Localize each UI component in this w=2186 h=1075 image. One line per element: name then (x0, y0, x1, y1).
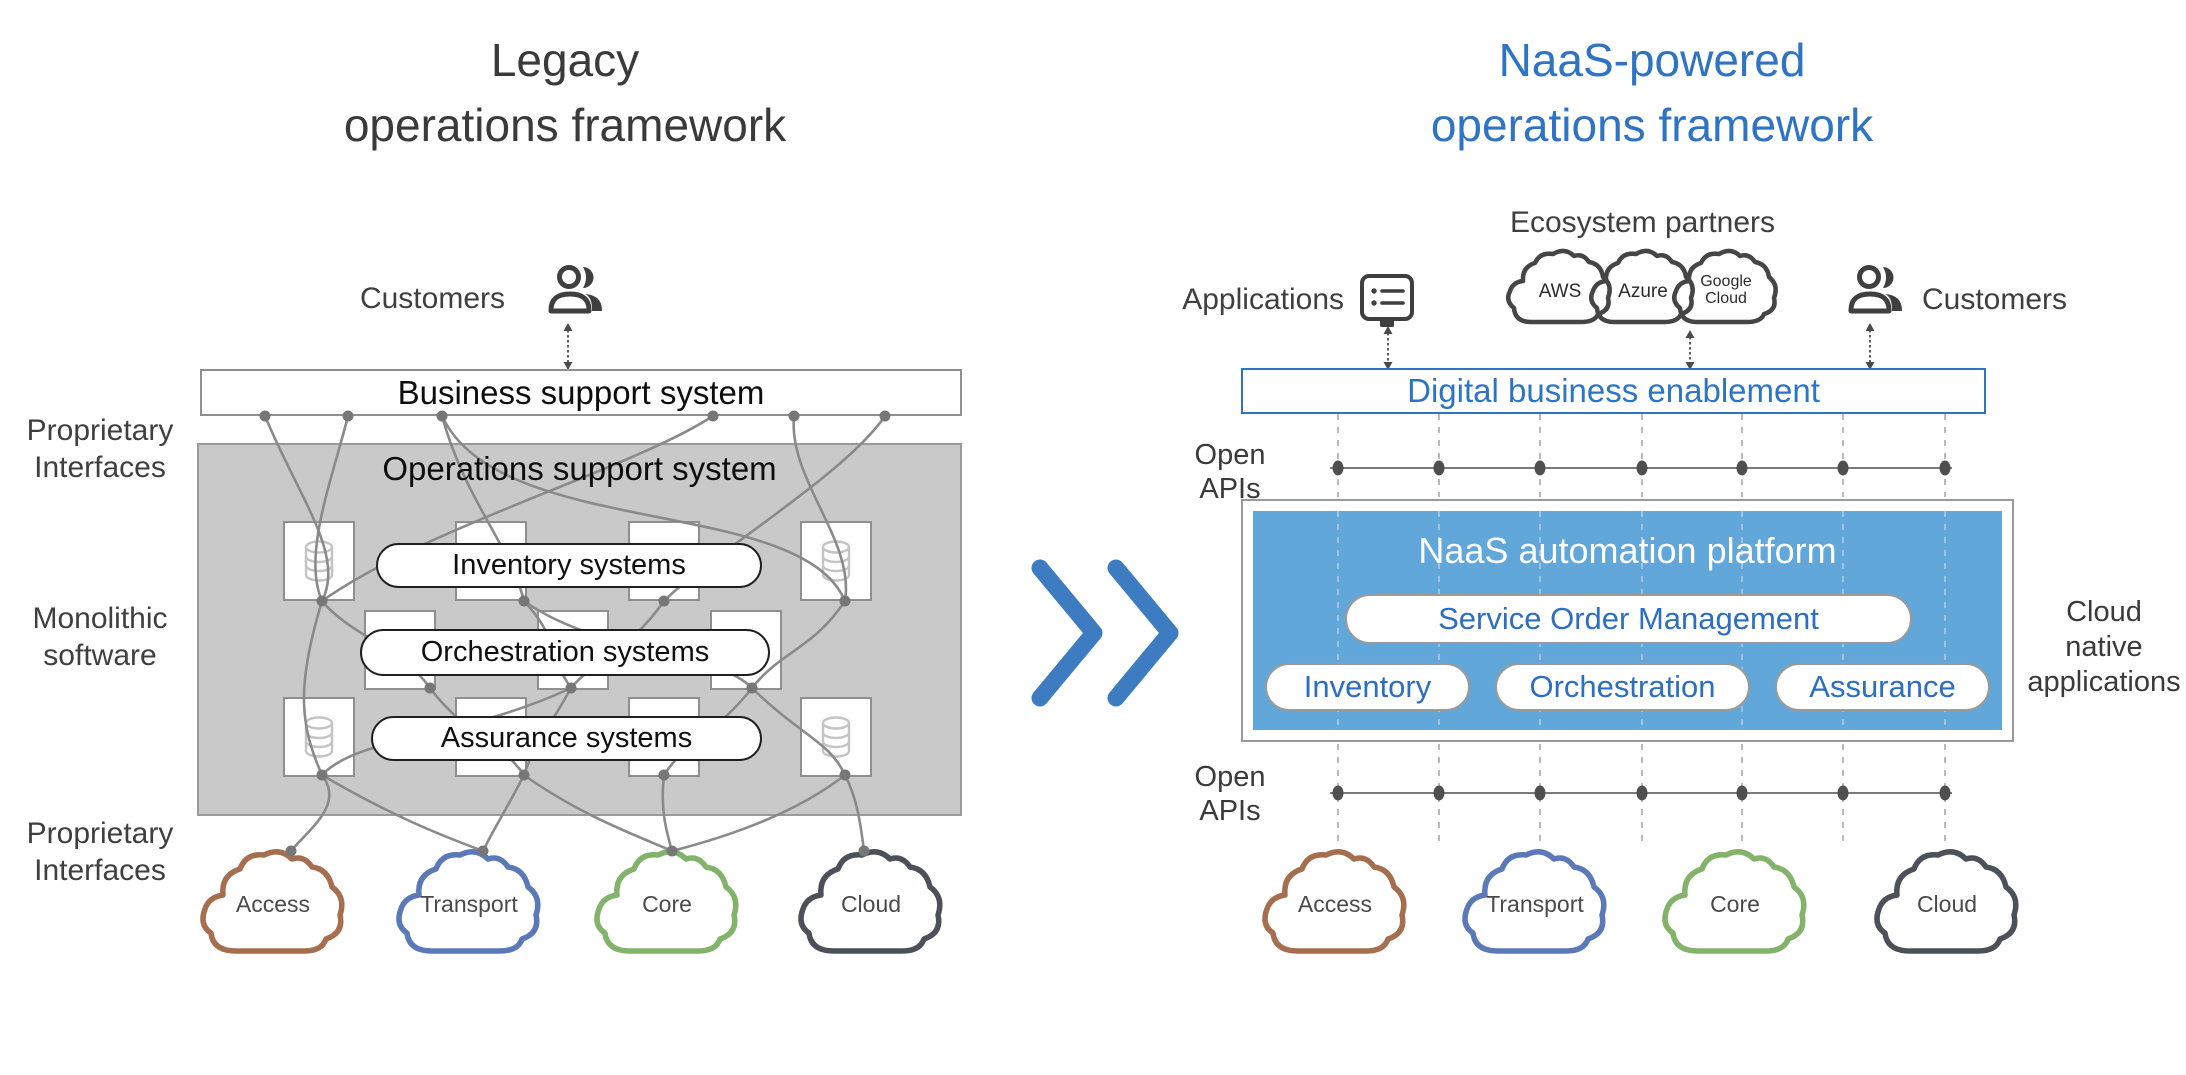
network-cloud-access-left: Access (198, 843, 348, 963)
back-person-shoulder (1885, 294, 1902, 311)
inventory-pill: Inventory (1265, 663, 1470, 711)
side-label-monolithic: Monolithic software (32, 602, 168, 672)
partners-dbe-arrow (1682, 330, 1698, 370)
oss-label: Operations support system (382, 450, 777, 487)
open-apis-label-bottom: Open APIs (1194, 761, 1266, 828)
cloud-icon (1671, 248, 1778, 325)
transition-chevron-icon (1031, 559, 1179, 707)
network-cloud-access-right: Access (1260, 843, 1410, 963)
cloud-label: Cloud (840, 891, 902, 917)
customers-dbe-arrow (1862, 323, 1878, 370)
cloud-label: Cloud (1916, 891, 1978, 917)
cloud-native-applications-label: Cloud native applications (2027, 596, 2181, 698)
open-apis-label-top: Open APIs (1194, 439, 1266, 506)
side-label-proprietary-bottom: Proprietary Interfaces (26, 817, 174, 887)
assurance-systems-pill: Assurance systems (371, 716, 762, 761)
assurance-systems-label: Assurance systems (440, 722, 693, 754)
cloud-icon (200, 849, 345, 954)
connector-junction-dots (259, 410, 891, 857)
cloud-icon (1505, 248, 1612, 325)
open-apis-row-top (1330, 460, 1952, 476)
cloud-label: Core (642, 891, 692, 917)
inventory-systems-label: Inventory systems (452, 549, 686, 581)
applications-icon (1358, 272, 1418, 332)
cloud-label: Access (235, 891, 311, 917)
legacy-title: Legacy operations framework (343, 34, 787, 152)
aws-cloud: AWS (1505, 248, 1615, 332)
customers-bss-arrow (560, 323, 576, 370)
assurance-pill: Assurance (1775, 663, 1990, 711)
partner-cloud-label: Azure (1618, 281, 1668, 302)
cloud-icon (1262, 849, 1407, 954)
customers-label-right: Customers (1922, 283, 2068, 316)
cloud-icon (798, 849, 943, 954)
ecosystem-partners-label: Ecosystem partners (1509, 206, 1776, 239)
open-api-rails (1330, 414, 1952, 843)
inventory-label: Inventory (1303, 669, 1432, 704)
partner-cloud-label: Google Cloud (1700, 273, 1752, 307)
assurance-label: Assurance (1809, 669, 1956, 704)
google-cloud-cloud: Google Cloud (1671, 248, 1781, 332)
cloud-icon (1874, 849, 2019, 954)
network-cloud-core-right: Core (1660, 843, 1810, 963)
open-apis-row-bottom (1330, 785, 1952, 801)
orchestration-label: Orchestration (1529, 669, 1716, 704)
customers-icon-left (545, 263, 611, 321)
cloud-icon (396, 849, 541, 954)
inventory-systems-pill: Inventory systems (376, 543, 762, 588)
cloud-label: Access (1297, 891, 1373, 917)
digital-business-enablement-box: Digital business enablement (1241, 368, 1986, 414)
cloud-icon (1462, 849, 1607, 954)
partner-cloud-label: AWS (1538, 281, 1582, 302)
service-order-management-pill: Service Order Management (1345, 594, 1912, 644)
orchestration-pill: Orchestration (1495, 663, 1750, 711)
cloud-icon (1588, 248, 1695, 325)
som-label: Service Order Management (1438, 601, 1819, 636)
bss-label: Business support system (397, 374, 765, 411)
side-label-proprietary-top: Proprietary Interfaces (26, 414, 174, 484)
spaghetti-connectors (259, 410, 891, 857)
naas-platform-title: NaaS automation platform (1418, 530, 1837, 571)
network-cloud-transport-right: Transport (1460, 843, 1610, 963)
cloud-label: Transport (1486, 891, 1584, 917)
cloud-label: Transport (420, 891, 518, 917)
orchestration-systems-label: Orchestration systems (420, 636, 710, 668)
customers-icon-right (1845, 263, 1911, 321)
applications-dbe-arrow (1380, 326, 1396, 370)
database-icon (304, 540, 334, 582)
customers-label-left: Customers (359, 282, 505, 315)
cloud-icon (1662, 849, 1807, 954)
back-person-head (1883, 267, 1894, 288)
naas-title: NaaS-powered operations framework (1430, 34, 1874, 152)
dbe-label: Digital business enablement (1407, 372, 1820, 409)
network-cloud-cloud-left: Cloud (796, 843, 946, 963)
cloud-label: Core (1710, 891, 1760, 917)
business-support-system-box: Business support system (200, 369, 962, 416)
back-person-head (583, 267, 594, 288)
applications-label: Applications (1182, 283, 1344, 316)
partner-clouds-group: AWS Azure Google Cloud (1505, 248, 1785, 338)
orchestration-systems-pill: Orchestration systems (360, 629, 770, 676)
network-cloud-cloud-right: Cloud (1872, 843, 2022, 963)
back-person-shoulder (585, 294, 602, 311)
network-cloud-transport-left: Transport (394, 843, 544, 963)
azure-cloud: Azure (1588, 248, 1698, 332)
